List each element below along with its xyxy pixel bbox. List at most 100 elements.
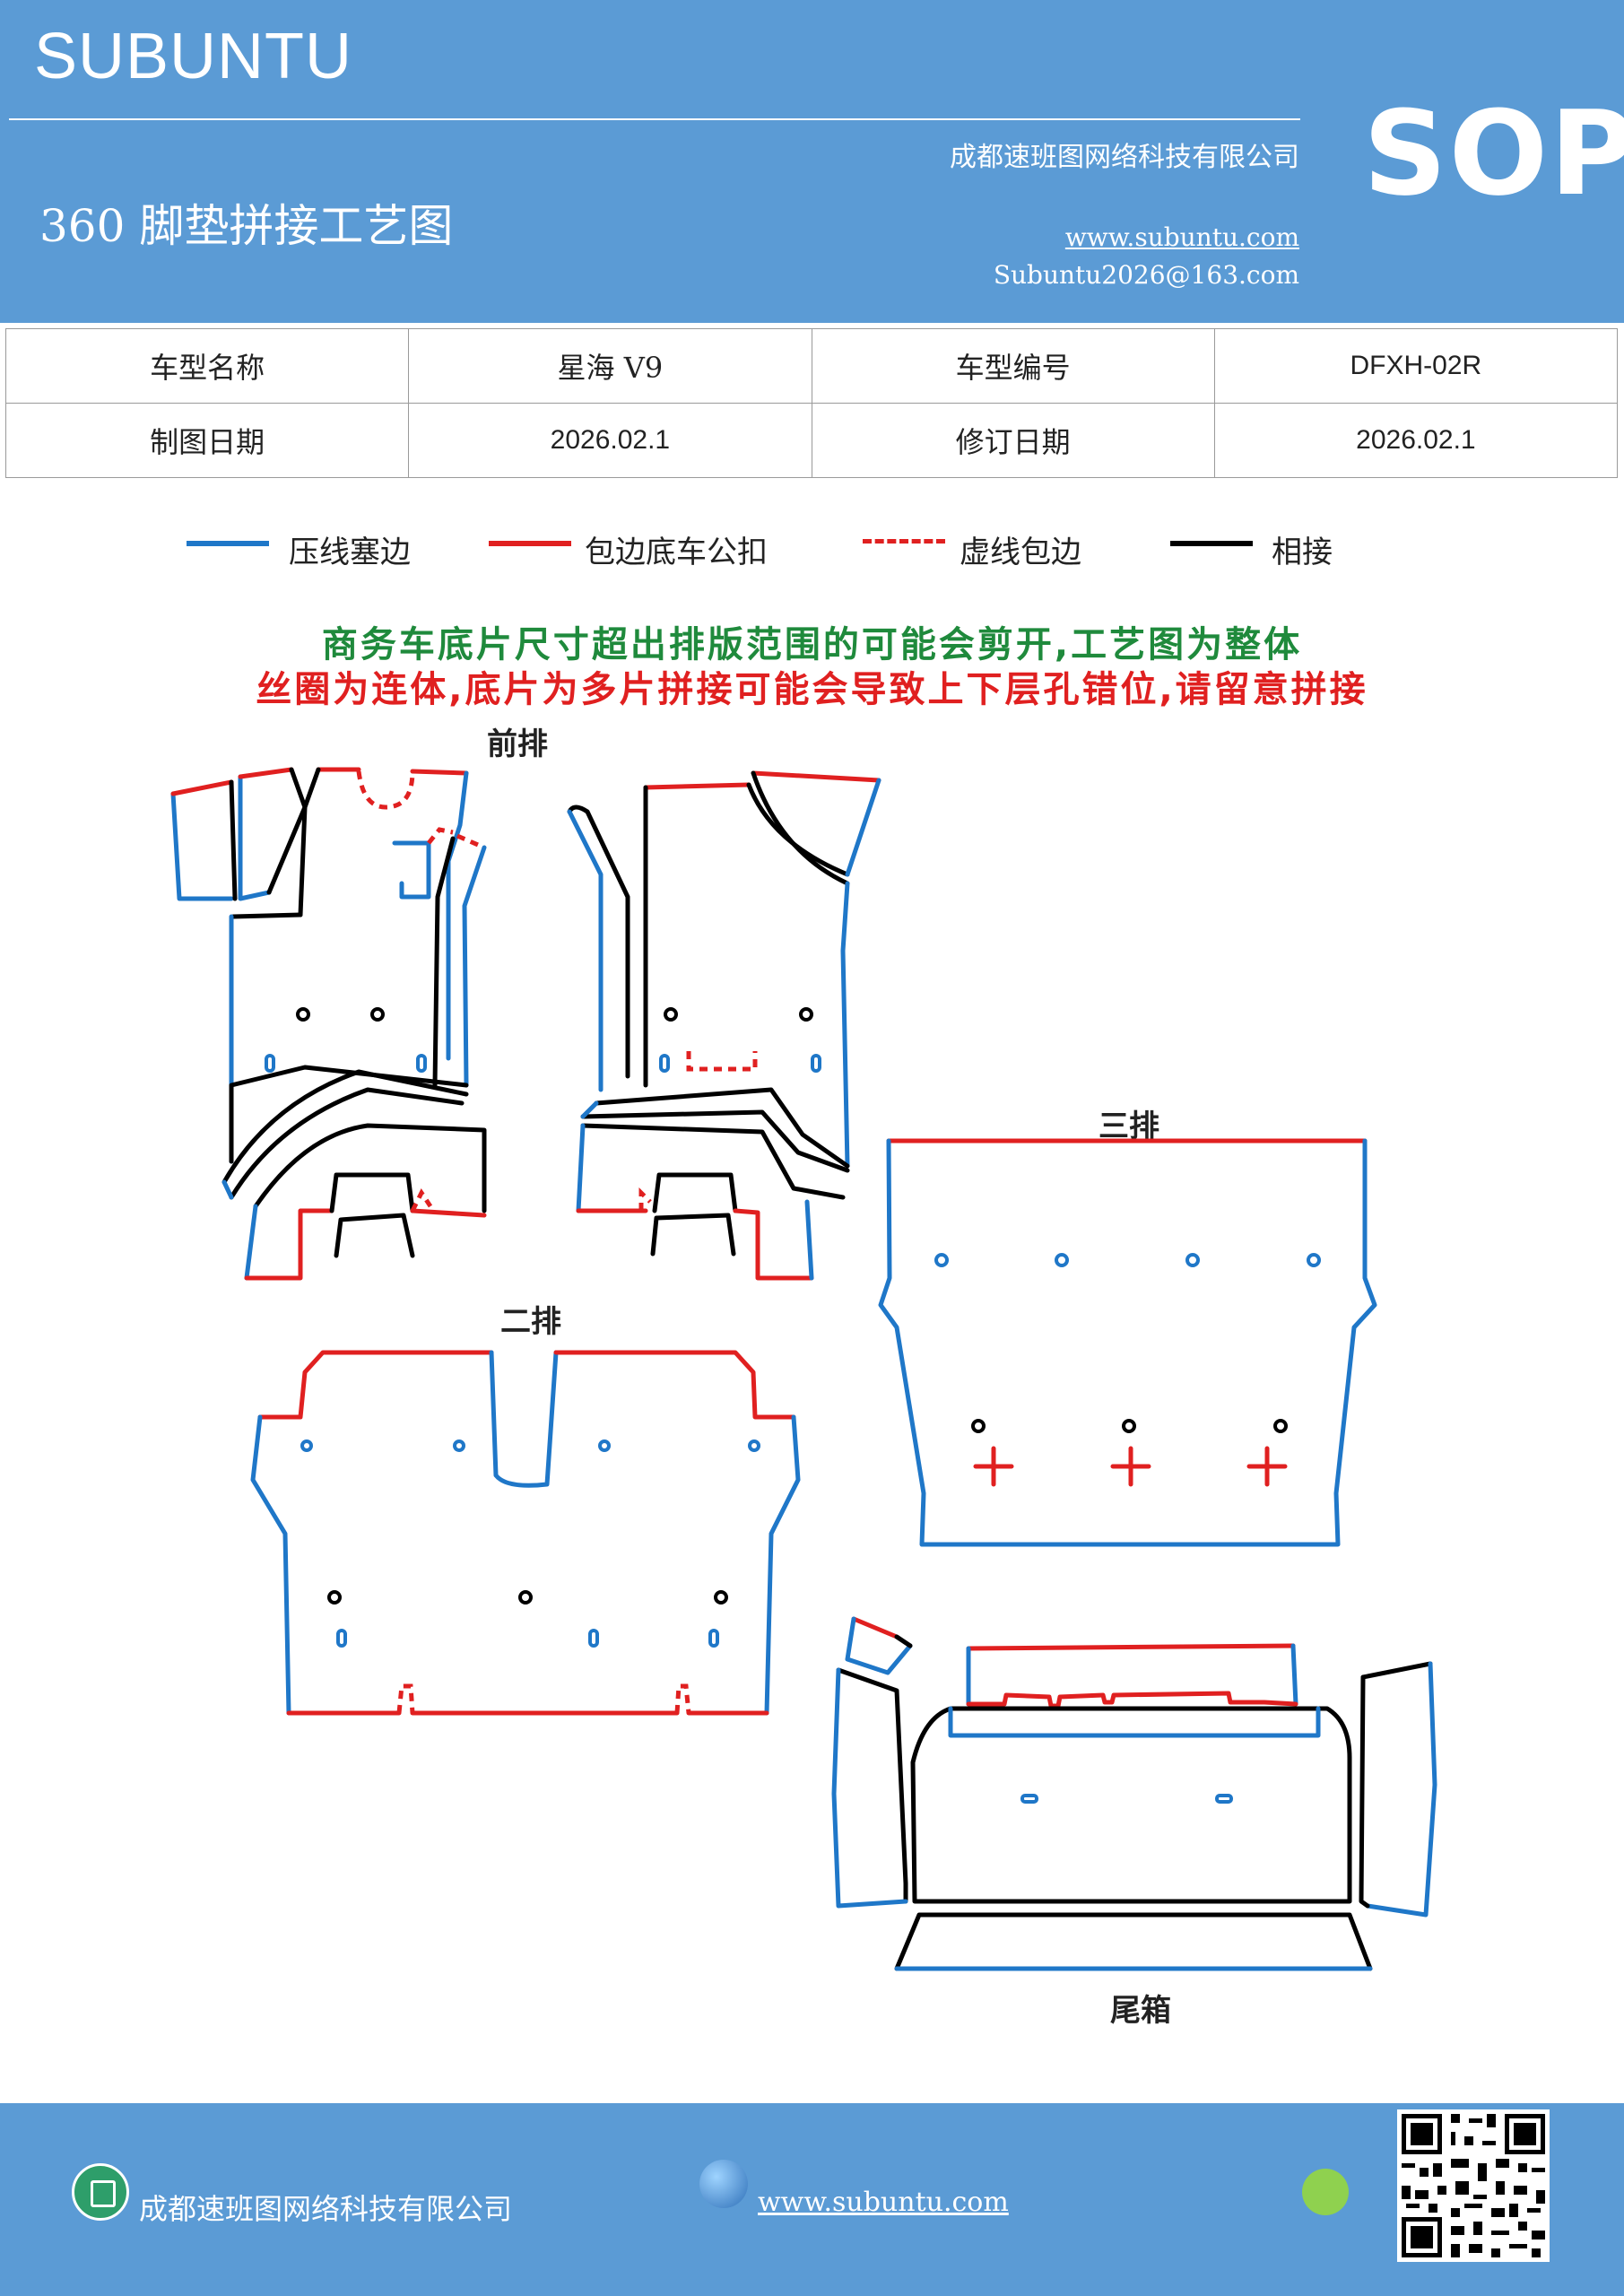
black-hole [1122, 1419, 1136, 1433]
brand-name: SUBUNTU [34, 21, 353, 92]
mat-edge-black [910, 1706, 1352, 1904]
section-label-front: 前排 [487, 726, 548, 762]
mat-edge-blue [250, 1414, 291, 1716]
table-row: 车型名称 星海 V9 车型编号 DFXH-02R [4, 328, 1619, 404]
black-hole [1273, 1419, 1288, 1433]
blue-hole [1185, 1253, 1200, 1267]
mat-edge-black [580, 1109, 850, 1173]
notice-line-2: 丝圈为连体,底片为多片拼接可能会导致上下层孔错位,请留意拼接 [256, 669, 1368, 710]
red-cross-mark [1246, 1446, 1288, 1487]
blue-slot [336, 1629, 347, 1648]
mat-edge-black [329, 1172, 415, 1213]
mat-edge-red [751, 770, 881, 783]
mat-edge-blue [567, 809, 604, 1092]
mat-edge-red [244, 1208, 334, 1281]
document-title: 360 脚垫拼接工艺图 [39, 200, 454, 252]
mat-edge-blue [878, 1138, 1377, 1547]
mat-edge-blue [576, 1123, 586, 1213]
mat-edge-black [229, 779, 238, 901]
black-hole [664, 1007, 678, 1022]
blue-slot [265, 1054, 275, 1073]
mat-edge-blue [845, 778, 881, 877]
blue-hole [453, 1439, 465, 1452]
legend-swatch-blue [187, 541, 269, 546]
blue-hole [300, 1439, 313, 1452]
blue-hole [1055, 1253, 1069, 1267]
legend-swatch-red-dashed [863, 539, 945, 544]
mat-edge-black [580, 1123, 846, 1200]
legend-swatch-black [1170, 541, 1253, 546]
red-cross-mark [1110, 1446, 1151, 1487]
mat-edge-black [298, 767, 321, 918]
website-link[interactable]: www.subuntu.com [1064, 222, 1299, 252]
mat-edge-red-dashed [674, 1683, 691, 1714]
vehicle-info-table: 车型名称 星海 V9 车型编号 DFXH-02R 制图日期 2026.02.1 … [4, 328, 1619, 478]
mat-edge-black [266, 767, 308, 895]
black-hole [518, 1590, 533, 1605]
blue-slot [1020, 1794, 1038, 1804]
mat-edge-black [334, 1213, 415, 1258]
mat-edge-blue [845, 1616, 913, 1675]
trunk-mat [831, 1616, 1437, 1971]
mat-edge-red-dashed [686, 1051, 758, 1072]
third-row-mat [878, 1138, 1377, 1547]
mat-edge-black [751, 770, 850, 886]
revise-date-label: 修订日期 [811, 403, 1215, 478]
black-hole [799, 1007, 813, 1022]
footer-website-link[interactable]: www.subuntu.com [758, 2187, 1009, 2218]
model-name-label: 车型名称 [4, 328, 410, 404]
leaf-icon [1302, 2169, 1349, 2215]
mat-edge-black [567, 804, 630, 1079]
mat-edge-blue [831, 1667, 908, 1909]
mat-edge-red [257, 1350, 494, 1420]
draw-date-value: 2026.02.1 [408, 403, 812, 478]
header-banner: SUBUNTU 成都速班图网络科技有限公司 360 脚垫拼接工艺图 www.su… [0, 0, 1624, 323]
blue-hole [598, 1439, 611, 1452]
mat-edge-blue [764, 1414, 801, 1716]
model-code-label: 车型编号 [811, 328, 1215, 404]
mat-edge-red [238, 767, 294, 779]
mat-edge-blue [948, 1706, 1321, 1738]
mat-edge-blue [238, 774, 272, 901]
blue-slot [416, 1054, 427, 1073]
mat-edge-red-dashed [396, 1683, 415, 1714]
mat-edge-black [229, 1087, 465, 1200]
mat-edge-blue [804, 1199, 814, 1281]
mat-edge-blue [462, 845, 487, 1088]
mat-edge-black [594, 1087, 850, 1169]
black-hole [971, 1419, 986, 1433]
mat-edge-black [652, 1172, 738, 1213]
mat-edge-black [221, 1069, 469, 1185]
model-code-value: DFXH-02R [1213, 328, 1619, 404]
mat-edge-black [836, 1667, 908, 1904]
black-hole [370, 1007, 385, 1022]
section-label-trunk: 尾箱 [1110, 1993, 1171, 2029]
sop-badge: SOP [1363, 85, 1624, 222]
mat-edge-red [553, 1350, 796, 1420]
front-right-mat [567, 770, 881, 1281]
blue-slot [588, 1629, 599, 1648]
notice-line-1: 商务车底片尺寸超出排版范围的可能会剪开,工艺图为整体 [321, 624, 1303, 665]
mat-edge-black [894, 1912, 1373, 1971]
mat-edge-red [410, 1208, 487, 1218]
header-divider [9, 118, 1300, 120]
mat-edge-red-dashed [410, 1188, 433, 1213]
table-row: 制图日期 2026.02.1 修订日期 2026.02.1 [4, 403, 1619, 478]
blue-slot [708, 1629, 719, 1648]
mat-edge-red-dashed [456, 833, 485, 850]
mat-edge-black [1360, 1661, 1433, 1680]
blue-slot [1215, 1794, 1233, 1804]
globe-icon [699, 2160, 748, 2208]
red-cross-mark [973, 1446, 1014, 1487]
mat-edge-blue [1365, 1661, 1437, 1918]
qr-code-icon[interactable] [1397, 2109, 1550, 2262]
mat-edge-red [966, 1643, 1296, 1651]
section-label-second: 二排 [500, 1304, 561, 1340]
mat-edge-red [733, 1208, 814, 1281]
blue-hole [748, 1439, 760, 1452]
mat-edge-blue [244, 1204, 258, 1281]
revise-date-value: 2026.02.1 [1213, 403, 1619, 478]
mat-edge-blue [392, 840, 431, 900]
legend-swatch-red [489, 541, 571, 546]
